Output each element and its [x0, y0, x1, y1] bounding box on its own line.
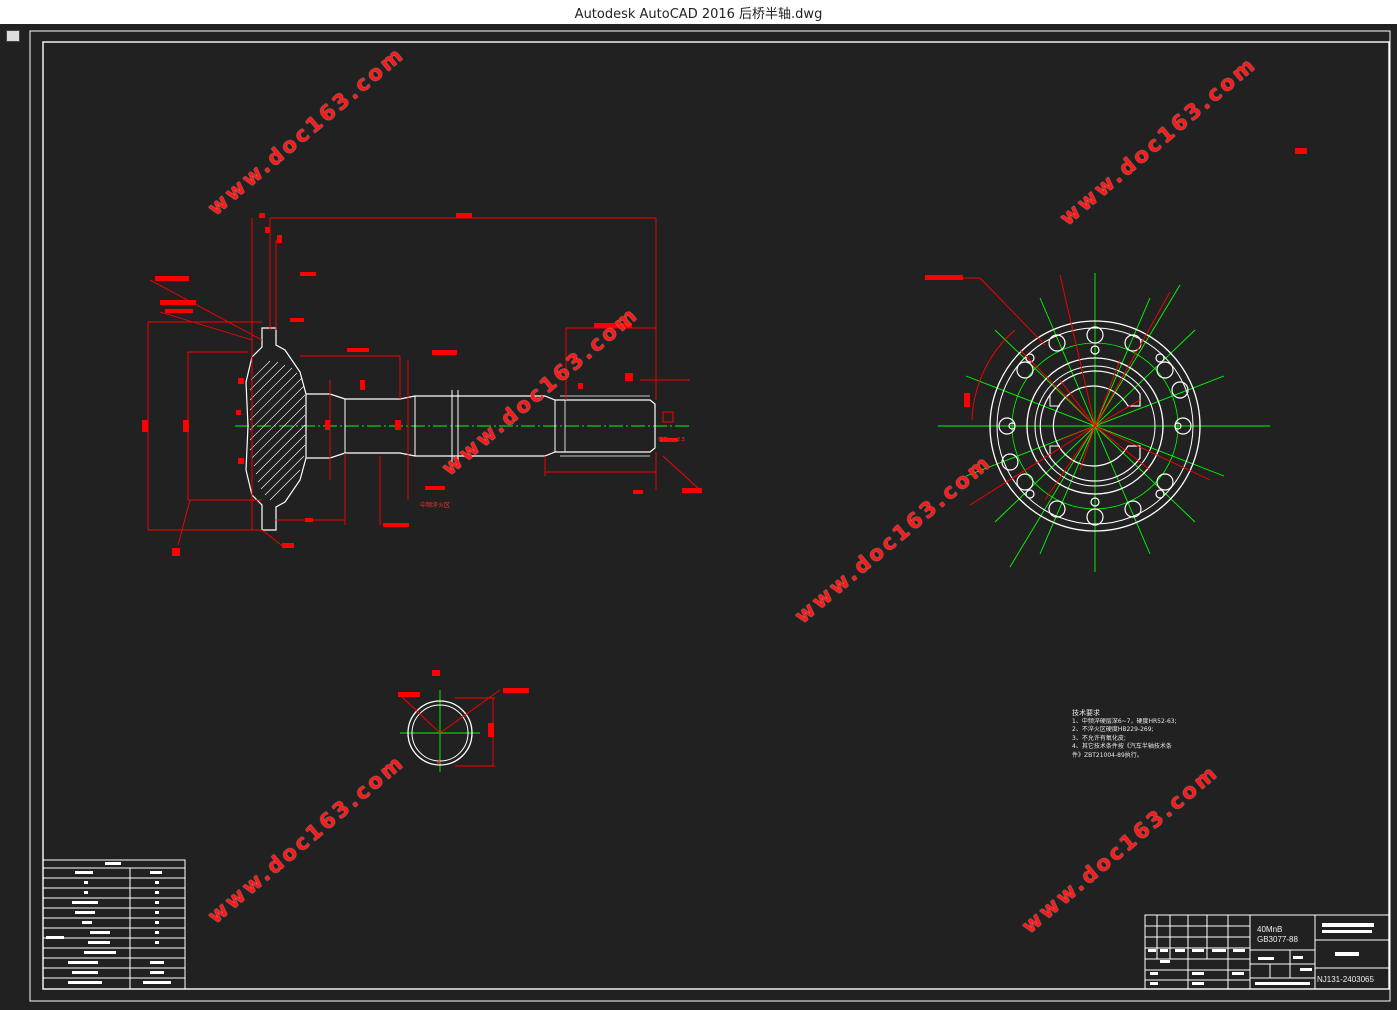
window-titlebar: Autodesk AutoCAD 2016 后桥半轴.dwg	[0, 0, 1397, 24]
drawing-number: NJ131-2403065	[1317, 975, 1374, 984]
cross-section-view[interactable]	[398, 670, 529, 772]
title-block	[1144, 914, 1390, 990]
inner-frame	[42, 41, 1390, 990]
shaft-dim-labels	[142, 213, 702, 556]
tech-line: 3、不允许有氧化皮;	[1072, 734, 1126, 742]
drawing-canvas[interactable]	[0, 24, 1397, 1010]
cad-drawing[interactable]	[0, 24, 1397, 1010]
standard-label: GB3077-88	[1257, 935, 1298, 944]
revision-table-text	[46, 862, 171, 984]
outer-frame	[29, 30, 1391, 1002]
tech-heading: 技术要求	[1072, 709, 1100, 717]
autocad-app-icon[interactable]	[6, 30, 20, 42]
section-label: A	[437, 759, 442, 766]
material-label: 40MnB	[1257, 925, 1283, 934]
tech-line: 2、不淬火区硬度HB229-269;	[1072, 726, 1154, 733]
flange-end-view[interactable]	[925, 148, 1307, 572]
hardening-zone-note: 中频淬火区	[420, 502, 451, 509]
tech-line: 1、中频淬硬层深6~7，硬度HR52-63;	[1072, 717, 1177, 725]
spline-module-note: 模数m=2.5	[658, 437, 686, 443]
tech-line: 件》ZBT21004-89执行。	[1072, 751, 1143, 759]
shaft-dimensions	[147, 217, 701, 549]
revision-table	[42, 859, 186, 990]
window-title: Autodesk AutoCAD 2016 后桥半轴.dwg	[574, 6, 823, 22]
tech-line: 4、其它技术条件按《汽车半轴技术条	[1072, 743, 1172, 750]
title-block-text	[1148, 923, 1374, 985]
shaft-main-view[interactable]	[235, 327, 690, 531]
technical-requirements: 技术要求 1、中频淬硬层深6~7，硬度HR52-63; 2、不淬火区硬度HB22…	[1072, 709, 1222, 760]
